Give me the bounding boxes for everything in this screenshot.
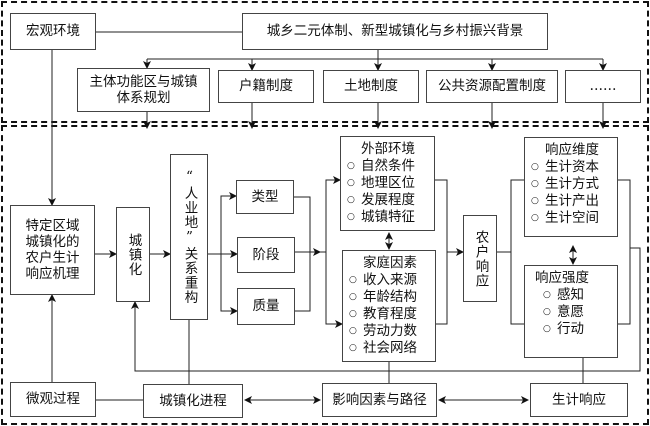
response-dimension-title: 响应维度 xyxy=(545,142,599,158)
livelihood-response-label: 生计响应 xyxy=(552,391,606,408)
arrow-to-quality xyxy=(220,254,238,315)
policy-label-5: …… xyxy=(589,78,617,94)
response-dimension-item: ○生计空间 xyxy=(531,210,599,226)
feedback-line xyxy=(150,247,641,372)
bullet-icon: ○ xyxy=(531,196,539,206)
bullet-icon: ○ xyxy=(349,309,357,319)
response-intensity-box: 响应强度 ○感知 ○意愿 ○行动 xyxy=(524,265,618,358)
response-intensity-title: 响应强度 xyxy=(535,270,589,286)
response-intensity-item: ○意愿 xyxy=(543,304,584,320)
response-intensity-item: ○行动 xyxy=(543,321,584,337)
external-env-item: ○城镇特征 xyxy=(347,209,415,225)
arrow-feedback-urban xyxy=(131,301,150,372)
policy-box-4: 公共资源配置制度 xyxy=(426,70,558,103)
response-split xyxy=(510,179,524,325)
micro-region xyxy=(1,125,649,425)
response-intensity-item: ○感知 xyxy=(543,287,584,303)
policy-label-2: 户籍制度 xyxy=(239,78,293,94)
bullet-icon: ○ xyxy=(349,326,357,336)
mechanism-label: 特定区域城镇化的农户生计响应机理 xyxy=(25,218,80,282)
arrow-to-type xyxy=(220,192,237,254)
response-dimension-item: ○生计资本 xyxy=(531,159,599,175)
livelihood-response-box: 生计响应 xyxy=(530,383,628,417)
policy-box-2: 户籍制度 xyxy=(218,70,314,103)
farmer-response-box: 农户响应 xyxy=(463,215,497,302)
aspect-type-box: 类型 xyxy=(236,180,294,214)
urbanization-box: 城镇化 xyxy=(116,207,150,302)
aspect-type-label: 类型 xyxy=(251,188,279,205)
background-box: 城乡二元体制、新型城镇化与乡村振兴背景 xyxy=(242,13,548,50)
factors-merge xyxy=(435,179,448,325)
bullet-icon: ○ xyxy=(347,161,355,171)
family-factor-item: ○教育程度 xyxy=(349,306,417,322)
policy-label-1: 主体功能区与城镇体系规划 xyxy=(89,74,198,106)
response-dimension-box: 响应维度 ○生计资本 ○生计方式 ○生计产出 ○生计空间 xyxy=(524,137,618,237)
bullet-icon: ○ xyxy=(531,213,539,223)
bullet-icon: ○ xyxy=(543,290,551,300)
external-env-title: 外部环境 xyxy=(361,141,415,157)
bullet-icon: ○ xyxy=(347,178,355,188)
macro-environment-label: 宏观环境 xyxy=(26,23,80,39)
arrow-to-external xyxy=(325,176,341,252)
family-factors-title: 家庭因素 xyxy=(363,255,417,271)
bullet-icon: ○ xyxy=(531,179,539,189)
policy-box-3: 土地制度 xyxy=(323,70,419,103)
bullet-icon: ○ xyxy=(531,162,539,172)
response-dimension-item: ○生计产出 xyxy=(531,193,599,209)
bullet-icon: ○ xyxy=(349,275,357,285)
urbanization-label: 城镇化 xyxy=(125,232,142,277)
micro-process-box: 微观过程 xyxy=(10,382,96,417)
urbanization-process-box: 城镇化进程 xyxy=(143,384,243,418)
aspect-stage-box: 阶段 xyxy=(237,237,295,273)
external-env-item: ○自然条件 xyxy=(347,158,415,174)
urbanization-process-label: 城镇化进程 xyxy=(159,392,227,409)
family-factor-item: ○年龄结构 xyxy=(349,289,417,305)
policy-label-3: 土地制度 xyxy=(344,78,398,94)
restructure-label: “人业地”关系重构 xyxy=(181,169,198,305)
bullet-icon: ○ xyxy=(347,195,355,205)
restructure-box: “人业地”关系重构 xyxy=(170,154,208,320)
policy-label-4: 公共资源配置制度 xyxy=(438,78,546,94)
external-env-item: ○地理区位 xyxy=(347,175,415,191)
outcome-merge xyxy=(618,179,631,325)
family-factor-item: ○社会网络 xyxy=(349,340,417,356)
micro-process-label: 微观过程 xyxy=(26,391,80,407)
bullet-icon: ○ xyxy=(543,324,551,334)
policy-box-5: …… xyxy=(565,70,641,103)
farmer-response-label: 农户响应 xyxy=(472,229,489,288)
bullet-icon: ○ xyxy=(543,307,551,317)
policy-box-1: 主体功能区与城镇体系规划 xyxy=(77,68,210,112)
aspect-stage-label: 阶段 xyxy=(252,246,280,263)
aspect-quality-label: 质量 xyxy=(252,298,280,314)
external-env-item: ○发展程度 xyxy=(347,192,415,208)
family-factors-box: 家庭因素 ○收入来源 ○年龄结构 ○教育程度 ○劳动力数 ○社会网络 xyxy=(342,250,436,362)
family-factor-item: ○劳动力数 xyxy=(349,323,417,339)
macro-region xyxy=(1,1,649,123)
factors-path-label: 影响因素与路径 xyxy=(332,391,427,408)
background-label: 城乡二元体制、新型城镇化与乡村振兴背景 xyxy=(266,23,524,39)
arrow-to-family xyxy=(325,252,343,328)
bullet-icon: ○ xyxy=(347,212,355,222)
aspect-quality-box: 质量 xyxy=(237,288,295,325)
macro-environment-box: 宏观环境 xyxy=(10,13,96,50)
factors-path-box: 影响因素与路径 xyxy=(322,383,437,417)
response-dimension-item: ○生计方式 xyxy=(531,176,599,192)
bullet-icon: ○ xyxy=(349,292,357,302)
mechanism-box: 特定区域城镇化的农户生计响应机理 xyxy=(10,205,95,295)
bullet-icon: ○ xyxy=(349,343,357,353)
aspects-merge xyxy=(294,196,311,312)
external-env-box: 外部环境 ○自然条件 ○地理区位 ○发展程度 ○城镇特征 xyxy=(340,136,435,231)
family-factor-item: ○收入来源 xyxy=(349,272,417,288)
